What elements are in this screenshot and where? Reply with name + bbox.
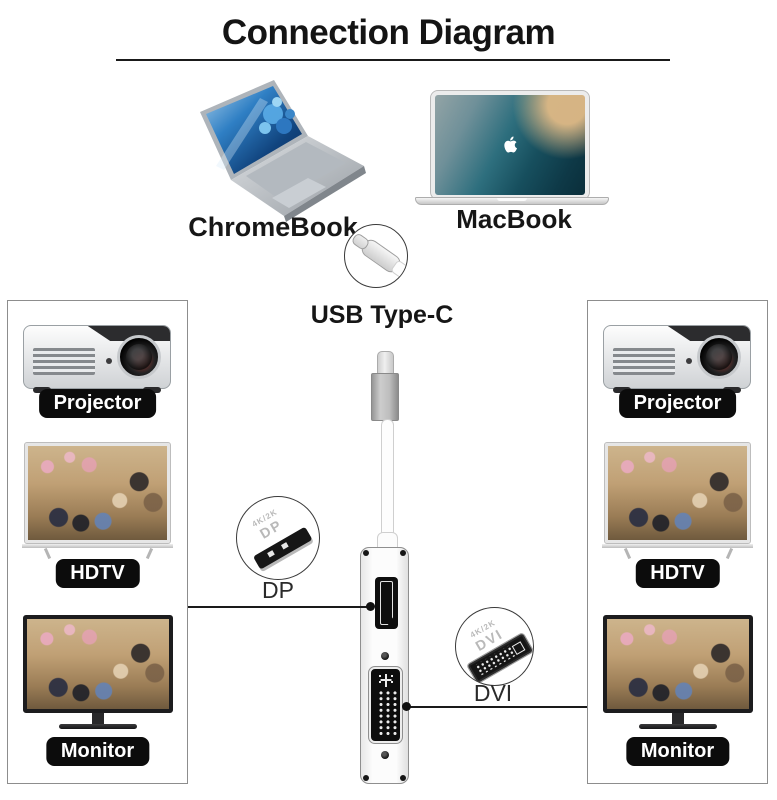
dvi-pin-grid bbox=[375, 689, 396, 735]
adapter-corner-dot bbox=[400, 775, 406, 781]
dvi-connection-line bbox=[407, 706, 587, 708]
projector-vents bbox=[613, 348, 675, 375]
screw-hole bbox=[380, 652, 389, 660]
projector-top-wedge bbox=[87, 326, 170, 341]
apple-logo-icon bbox=[504, 136, 517, 153]
screw-hole bbox=[380, 751, 389, 759]
adapter-corner-dot bbox=[363, 775, 369, 781]
dp-callout-circle: 4K/2K DP bbox=[236, 496, 320, 580]
hdtv-image bbox=[604, 442, 751, 544]
usb-c-plug-tip bbox=[377, 351, 394, 375]
monitor-stand bbox=[671, 713, 684, 725]
monitor-base bbox=[58, 724, 137, 729]
projector-body bbox=[603, 325, 751, 389]
dvi-analog-pins bbox=[385, 679, 388, 681]
monitor-stand bbox=[91, 713, 104, 725]
hdtv-label: HDTV bbox=[635, 559, 720, 588]
hdtv-bottom-bar bbox=[22, 544, 173, 548]
dp-port bbox=[375, 577, 398, 629]
hdtv-bottom-bar bbox=[602, 544, 753, 548]
projector-body bbox=[23, 325, 171, 389]
right-device-panel: Projector HDTV Monitor bbox=[587, 300, 768, 784]
projector-label: Projector bbox=[38, 389, 157, 418]
hdtv-leg bbox=[725, 547, 734, 560]
hdtv-leg bbox=[43, 547, 52, 560]
dp-label: DP bbox=[262, 577, 294, 603]
left-device-panel: Projector HDTV Monitor bbox=[7, 300, 188, 784]
projector-top-wedge bbox=[667, 326, 750, 341]
adapter-cable bbox=[381, 419, 394, 543]
projector-image bbox=[23, 325, 171, 393]
dvi-callout-circle: 4K/2K DVI bbox=[455, 607, 534, 686]
hdtv-leg bbox=[145, 547, 154, 560]
macbook-image bbox=[430, 90, 590, 200]
monitor-label: Monitor bbox=[625, 737, 730, 766]
adapter-corner-dot bbox=[400, 550, 406, 556]
adapter-body bbox=[360, 547, 409, 784]
projector-lens bbox=[117, 335, 161, 379]
monitor-image bbox=[603, 615, 753, 713]
hdtv-label: HDTV bbox=[55, 559, 140, 588]
page-title: Connection Diagram bbox=[221, 13, 556, 52]
adapter-corner-dot bbox=[363, 550, 369, 556]
hdtv-leg bbox=[623, 547, 632, 560]
usb-type-c-label: USB Type-C bbox=[310, 301, 454, 329]
title-underline bbox=[116, 59, 670, 61]
dvi-label: DVI bbox=[473, 680, 513, 706]
monitor-image bbox=[23, 615, 173, 713]
dvi-line-endpoint-dot bbox=[402, 702, 411, 711]
usb-type-c-plug bbox=[358, 236, 404, 276]
projector-indicator bbox=[106, 358, 112, 364]
dp-line-endpoint-dot bbox=[366, 602, 375, 611]
projector-vents bbox=[33, 348, 95, 375]
dp-connection-line bbox=[188, 606, 372, 608]
chromebook-label: ChromeBook bbox=[188, 212, 358, 242]
dvi-port-closeup: 4K/2K DVI bbox=[456, 608, 533, 685]
hdtv-image bbox=[24, 442, 171, 544]
monitor-base bbox=[638, 724, 717, 729]
projector-indicator bbox=[686, 358, 692, 364]
dp-port-closeup: 4K/2K DP bbox=[237, 497, 319, 579]
projector-lens bbox=[697, 335, 741, 379]
dvi-port bbox=[368, 666, 403, 744]
macbook-label: MacBook bbox=[456, 204, 572, 234]
monitor-label: Monitor bbox=[45, 737, 150, 766]
usb-c-plug-sleeve bbox=[371, 373, 399, 421]
projector-label: Projector bbox=[618, 389, 737, 418]
usb-type-c-connector-icon bbox=[344, 224, 408, 288]
projector-image bbox=[603, 325, 751, 393]
chromebook-image bbox=[200, 80, 366, 222]
